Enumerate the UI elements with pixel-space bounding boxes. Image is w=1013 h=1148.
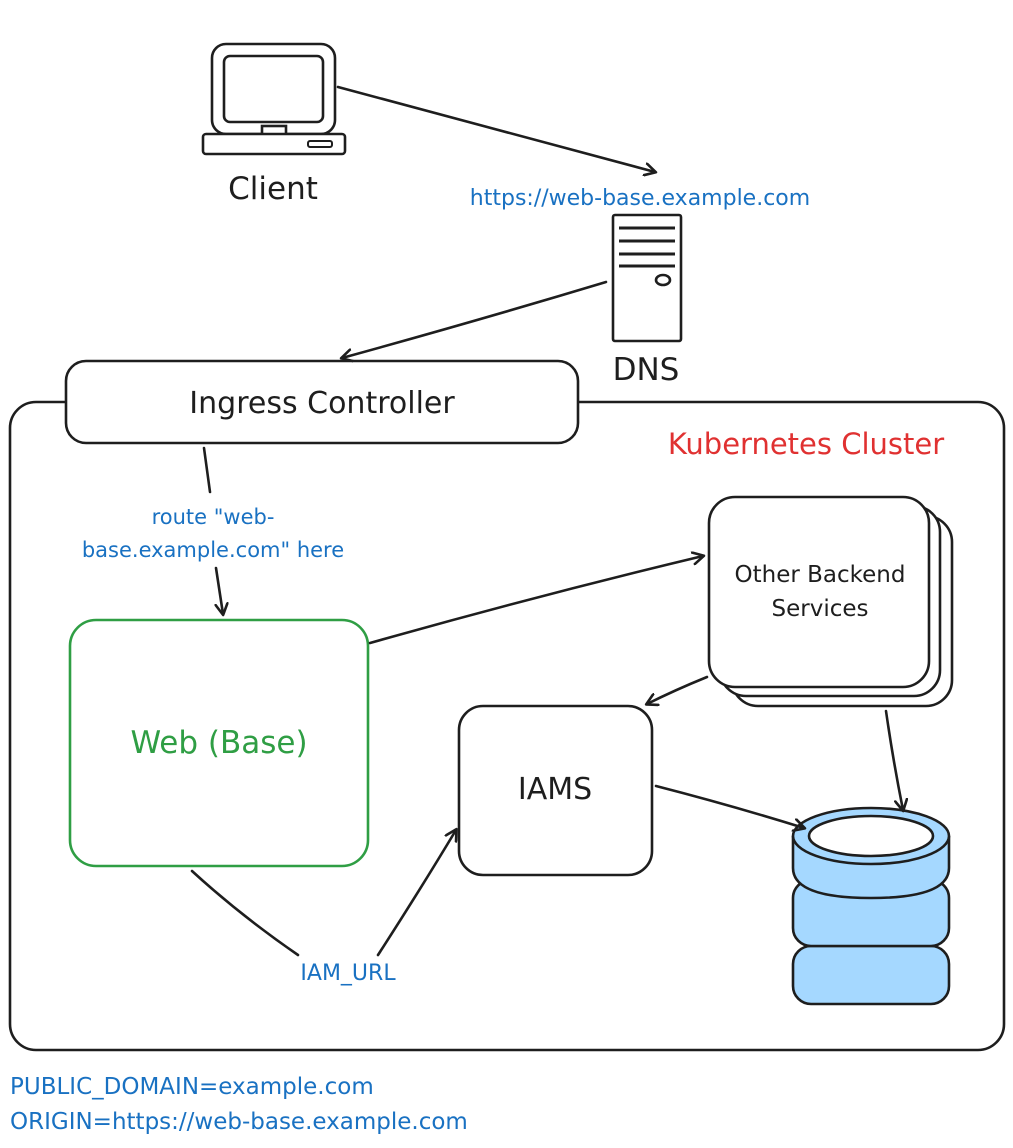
server-icon (611, 213, 683, 343)
database-icon (791, 806, 951, 1006)
client-label: Client (228, 171, 318, 207)
web-base-box (68, 618, 370, 868)
iams-label: IAMS (518, 772, 592, 807)
arrow-iam-url-to-iams (376, 830, 456, 957)
arrow-dns-to-ingress (342, 280, 608, 358)
iams-box (457, 704, 654, 877)
iam-url-label: IAM_URL (300, 961, 396, 986)
arrow-client-to-dns (336, 85, 655, 172)
connector-arrows (190, 85, 903, 957)
web-base-label: Web (Base) (130, 725, 307, 761)
arrow-ingress-down-top (202, 446, 212, 494)
line-web-to-iam-url (190, 869, 300, 957)
dns-label: DNS (613, 352, 680, 388)
env-origin: ORIGIN=https://web-base.example.com (10, 1109, 468, 1135)
route-label-line1: route "web- (152, 505, 275, 529)
dns-url-label: https://web-base.example.com (470, 186, 810, 211)
other-services-label-line1: Other Backend (735, 562, 906, 588)
ingress-controller-box (64, 359, 580, 445)
other-services-label-line2: Services (772, 596, 869, 622)
ingress-controller-label: Ingress Controller (189, 386, 455, 421)
arrow-web-to-other-services (368, 556, 703, 645)
cluster-label: Kubernetes Cluster (668, 427, 944, 461)
arrow-other-services-to-iams (647, 675, 709, 704)
computer-icon (201, 42, 347, 156)
arrow-ingress-to-web (216, 566, 223, 614)
arrow-iams-to-database (654, 784, 804, 828)
route-label-line2: base.example.com" here (82, 538, 344, 562)
env-public-domain: PUBLIC_DOMAIN=example.com (10, 1074, 374, 1100)
other-backend-services-stack (707, 495, 954, 708)
arrow-other-services-to-database (884, 709, 903, 810)
